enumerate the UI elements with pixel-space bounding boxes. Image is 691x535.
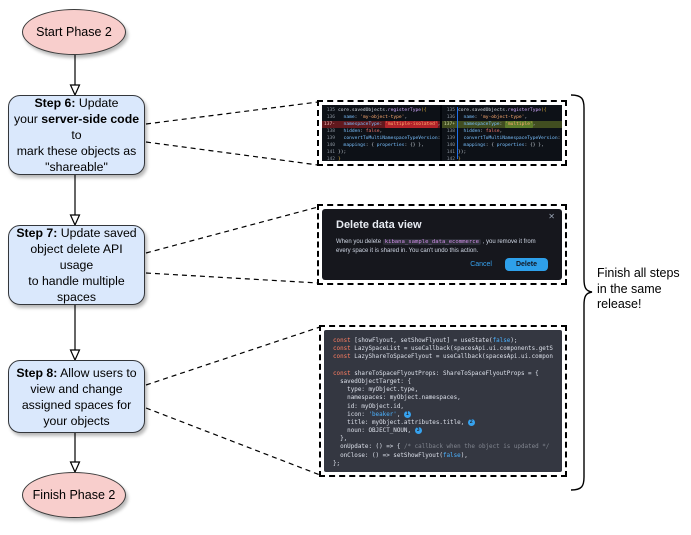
modal-body-post: , you remove it from every space it is s… [336,239,536,254]
delete-button[interactable]: Delete [504,258,548,271]
diff-gutter-line [457,107,458,159]
callout-badge: 2 [467,418,475,426]
brace-note: Finish all steps in the same release! [597,266,680,311]
start-node-label: Start Phase 2 [36,25,112,39]
close-icon[interactable]: ✕ [548,212,555,221]
delete-dialog-screenshot: ✕ Delete data view When you delete kiban… [317,204,567,285]
callout-badge: 3 [414,427,422,435]
modal-body-pre: When you delete [336,239,383,245]
curly-brace [570,94,593,491]
cancel-button[interactable]: Cancel [470,261,492,268]
start-node: Start Phase 2 [22,9,126,55]
modal-body: When you delete kibana_sample_data_ecomm… [336,238,549,256]
callout-badge: 1 [403,410,411,418]
finish-node: Finish Phase 2 [22,472,126,518]
code-snippet: const [showFlyout, setShowFlyout] = useS… [324,330,562,472]
modal-title: Delete data view [336,219,422,231]
leader-lines [145,101,321,476]
code-snippet-screenshot: const [showFlyout, setShowFlyout] = useS… [319,325,567,477]
index-name-chip: kibana_sample_data_ecommerce [382,239,481,245]
finish-node-label: Finish Phase 2 [32,488,116,502]
delete-modal: ✕ Delete data view When you delete kiban… [322,209,562,280]
modal-actions: Cancel Delete [470,258,548,271]
